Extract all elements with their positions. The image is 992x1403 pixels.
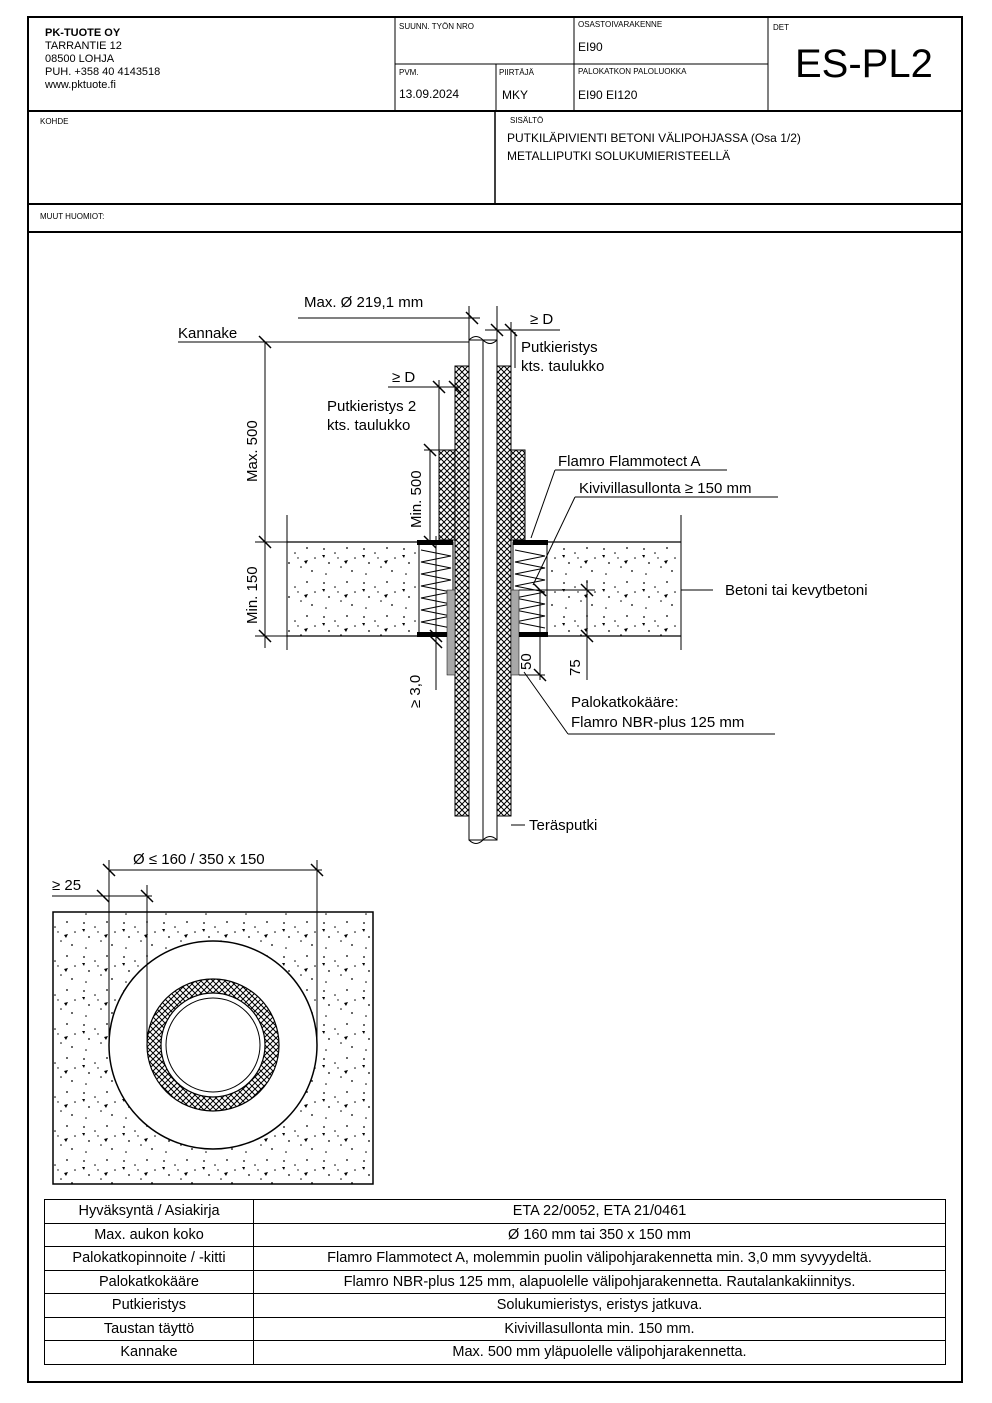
kts-taulukko-label: kts. taulukko <box>521 358 604 375</box>
target-label: KOHDE <box>40 117 69 126</box>
spec-key: Palokatkopinnoite / -kitti <box>44 1246 254 1271</box>
kts-taulukko2-label: kts. taulukko <box>327 417 410 434</box>
spec-key: Putkieristys <box>44 1293 254 1318</box>
table-row: Kannake Max. 500 mm yläpuolelle välipohj… <box>44 1340 946 1365</box>
steel-pipe-label: Teräsputki <box>529 817 597 834</box>
dimension-lines <box>178 306 595 690</box>
min500-label: Min. 500 <box>408 470 425 528</box>
leader-lines <box>511 469 778 826</box>
ge25-label: ≥ 25 <box>52 877 81 894</box>
putkieristys2-label: Putkieristys 2 <box>327 398 416 415</box>
date-value: 13.09.2024 <box>399 87 460 101</box>
ge-d-right-label: ≥ D <box>530 311 553 328</box>
wrap-product-label: Flamro NBR-plus 125 mm <box>571 714 744 731</box>
class-label: PALOKATKON PALOLUOKKA <box>578 67 687 76</box>
spec-table: Hyväksyntä / Asiakirja ETA 22/0052, ETA … <box>44 1199 946 1365</box>
depth-label: ≥ 3,0 <box>407 675 424 708</box>
content-line: PUTKILÄPIVIENTI BETONI VÄLIPOHJASSA (Osa… <box>507 131 801 145</box>
opening-label: Ø ≤ 160 / 350 x 150 <box>133 851 265 868</box>
table-row: Hyväksyntä / Asiakirja ETA 22/0052, ETA … <box>44 1199 946 1224</box>
work-no-label: SUUNN. TYÖN NRO <box>399 22 474 31</box>
concrete-slab <box>286 515 682 650</box>
spec-value: Flamro NBR-plus 125 mm, alapuolelle väli… <box>253 1269 946 1294</box>
structure-label: OSASTOIVARAKENNE <box>578 20 663 29</box>
drawer-label: PIIRTÄJÄ <box>499 68 534 77</box>
spec-value: Ø 160 mm tai 350 x 150 mm <box>253 1222 946 1247</box>
max-diameter-label: Max. Ø 219,1 mm <box>304 294 423 311</box>
spec-key: Kannake <box>44 1340 254 1365</box>
table-row: Taustan täyttö Kivivillasullonta min. 15… <box>44 1316 946 1341</box>
address-line: 08500 LOHJA <box>45 53 115 65</box>
table-row: Palokatkopinnoite / -kitti Flamro Flammo… <box>44 1246 946 1271</box>
address-line: TARRANTIE 12 <box>45 40 122 52</box>
mineral-wool-label: Kivivillasullonta ≥ 150 mm <box>579 480 751 497</box>
putkieristys-label: Putkieristys <box>521 339 598 356</box>
spec-key: Palokatkokääre <box>44 1269 254 1294</box>
phone: PUH. +358 40 4143518 <box>45 66 161 78</box>
min150-label: Min. 150 <box>244 566 261 624</box>
fire-wrap <box>446 589 520 676</box>
drawer-value: MKY <box>502 88 529 102</box>
pipe-inner-circle <box>165 997 261 1093</box>
det-value: ES-PL2 <box>795 42 933 86</box>
det-label: DET <box>773 23 789 32</box>
dim75-label: 75 <box>567 659 584 676</box>
spec-key: Max. aukon koko <box>44 1222 254 1247</box>
dim50-label: 50 <box>518 653 535 670</box>
wrap-label: Palokatkokääre: <box>571 694 679 711</box>
spec-value: Flamro Flammotect A, molemmin puolin väl… <box>253 1246 946 1271</box>
drawing-frame <box>27 16 963 1383</box>
plan-dimensions <box>52 860 324 1045</box>
flamro-coating-label: Flamro Flammotect A <box>558 453 701 470</box>
spec-key: Taustan täyttö <box>44 1316 254 1341</box>
spec-value: Kivivillasullonta min. 150 mm. <box>253 1316 946 1341</box>
ge-d-left-label: ≥ D <box>392 369 415 386</box>
spec-key: Hyväksyntä / Asiakirja <box>44 1199 254 1224</box>
table-row: Max. aukon koko Ø 160 mm tai 350 x 150 m… <box>44 1222 946 1247</box>
structure-value: EI90 <box>578 40 603 54</box>
website: www.pktuote.fi <box>45 79 116 91</box>
date-label: PVM. <box>399 68 419 77</box>
class-value: EI90 EI120 <box>578 88 638 102</box>
kannake-label: Kannake <box>178 325 237 342</box>
spec-value: Solukumieristys, eristys jatkuva. <box>253 1293 946 1318</box>
spec-value: ETA 22/0052, ETA 21/0461 <box>253 1199 946 1224</box>
table-row: Palokatkokääre Flamro NBR-plus 125 mm, a… <box>44 1269 946 1294</box>
company-name: PK-TUOTE OY <box>45 27 121 39</box>
table-row: Putkieristys Solukumieristys, eristys ja… <box>44 1293 946 1318</box>
insulation-2 <box>438 449 526 541</box>
spec-value: Max. 500 mm yläpuolelle välipohjarakenne… <box>253 1340 946 1365</box>
company-block: PK-TUOTE OY TARRANTIE 12 08500 LOHJA PUH… <box>45 27 160 92</box>
max500-label: Max. 500 <box>244 420 261 482</box>
content-label: SISÄLTÖ <box>510 116 544 125</box>
content-line: METALLIPUTKI SOLUKUMIERISTEELLÄ <box>507 149 731 163</box>
concrete-label: Betoni tai kevytbetoni <box>725 582 868 599</box>
notes-label: MUUT HUOMIOT: <box>40 212 105 221</box>
steel-pipe <box>468 336 498 844</box>
